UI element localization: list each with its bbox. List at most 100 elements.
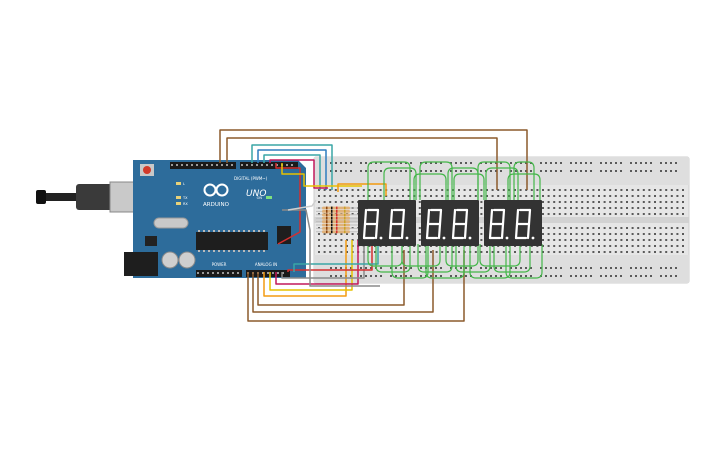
wire-brown-4[interactable]	[252, 250, 434, 313]
wire-white-1[interactable]	[287, 199, 317, 211]
terminal-hole	[682, 233, 684, 235]
jumper-wire-bottom[interactable]	[445, 244, 479, 267]
resistor-band	[326, 227, 328, 230]
wire-red-2[interactable]	[287, 240, 373, 272]
wire-gray-2[interactable]	[282, 209, 380, 287]
seven-segment-display[interactable]	[358, 200, 416, 246]
terminal-hole	[676, 245, 679, 247]
rail-hole	[605, 162, 607, 164]
wire-gray-1[interactable]	[281, 240, 365, 279]
header-pin	[227, 272, 229, 274]
jumper-wire-bottom[interactable]	[505, 244, 543, 279]
wire-orange-1[interactable]	[263, 240, 347, 297]
resistor-band	[336, 230, 338, 234]
power-jack	[124, 252, 158, 276]
wire-brown-1[interactable]	[219, 129, 528, 190]
jumper-wire-bottom[interactable]	[425, 244, 465, 279]
terminal-hole	[592, 201, 595, 203]
rail-hole	[420, 275, 422, 277]
model-text: UNO	[246, 189, 266, 199]
jumper-wire-top[interactable]	[413, 173, 447, 200]
wire-brown-2[interactable]	[226, 137, 498, 190]
wire-magenta-2[interactable]	[275, 240, 359, 285]
terminal-hole	[418, 213, 421, 215]
seven-segment-display[interactable]	[421, 200, 479, 246]
rail-hole	[370, 267, 372, 269]
terminal-hole	[614, 189, 617, 191]
terminal-hole	[323, 201, 326, 203]
display-segment	[527, 208, 532, 226]
jumper-wire-bottom[interactable]	[417, 244, 453, 273]
jumper-wire-top[interactable]	[513, 161, 535, 200]
rail-hole	[550, 275, 552, 277]
arduino-uno-board[interactable]: ARDUINO UNO DIGITAL (PWM~) POWER ANALOG …	[36, 160, 306, 278]
terminal-hole	[620, 239, 623, 241]
terminal-hole	[631, 195, 634, 197]
wire-yellow-2[interactable]	[281, 163, 362, 187]
jumper-wire-top[interactable]	[383, 167, 417, 200]
jumper-wire-bottom[interactable]	[375, 244, 411, 273]
rail-hole	[435, 170, 437, 172]
wire-brown-3[interactable]	[247, 250, 465, 322]
resistor-band	[336, 216, 338, 220]
terminal-hole	[586, 227, 589, 229]
wire-orange-2[interactable]	[337, 183, 387, 196]
jumper-wire-bottom[interactable]	[401, 244, 441, 267]
jumper-wire-bottom[interactable]	[391, 244, 429, 279]
jumper-wire-bottom[interactable]	[469, 244, 511, 279]
jumper-wire-bottom[interactable]	[493, 244, 531, 273]
terminal-hole	[626, 251, 628, 253]
wire-blue-1[interactable]	[257, 149, 327, 190]
jumper-wire-bottom[interactable]	[455, 244, 491, 273]
jumper-wire-top[interactable]	[477, 161, 511, 200]
chip-pin	[243, 230, 245, 232]
resistor-band	[336, 223, 338, 227]
chip-pin	[238, 230, 240, 232]
chip-pin	[218, 250, 220, 252]
rail-hole	[450, 170, 452, 172]
wire-yellow-1[interactable]	[269, 240, 353, 291]
rail-hole	[620, 170, 622, 172]
rail-hole	[345, 170, 347, 172]
terminal-hole	[665, 201, 668, 203]
wire-teal-1[interactable]	[251, 144, 333, 190]
terminal-hole	[340, 195, 343, 197]
terminal-hole	[351, 195, 354, 197]
jumper-wire-bottom[interactable]	[367, 244, 403, 267]
jumper-wire-bottom[interactable]	[479, 244, 521, 267]
rail-hole	[495, 162, 497, 164]
wire-teal-2[interactable]	[263, 154, 321, 190]
rail-hole	[485, 162, 487, 164]
wire-magenta-1[interactable]	[269, 159, 328, 189]
seven-segment-display[interactable]	[484, 200, 542, 246]
wire-red-1[interactable]	[275, 163, 301, 245]
terminal-hole	[642, 245, 645, 247]
terminal-hole	[351, 233, 354, 235]
terminal-hole	[564, 239, 567, 241]
terminal-hole	[346, 239, 348, 241]
chip-pin	[228, 230, 230, 232]
terminal-hole	[329, 195, 332, 197]
rail-hole	[395, 170, 397, 172]
wire-teal-3[interactable]	[293, 240, 379, 272]
jumper-wire-top[interactable]	[367, 161, 411, 200]
terminal-hole	[598, 239, 600, 241]
terminal-hole	[463, 195, 466, 197]
header-pin	[197, 272, 199, 274]
rail-hole	[545, 170, 547, 172]
terminal-hole	[379, 251, 382, 253]
jumper-wire-top[interactable]	[507, 173, 541, 200]
terminal-hole	[598, 195, 600, 197]
terminal-hole	[603, 251, 606, 253]
decimal-point	[468, 236, 472, 240]
rail-hole	[635, 162, 637, 164]
jumper-wire-top[interactable]	[453, 173, 485, 200]
rail-hole	[430, 275, 432, 277]
seven-segment-displays[interactable]	[358, 200, 542, 246]
rail-hole	[510, 267, 512, 269]
jumper-wire-top[interactable]	[485, 167, 519, 200]
header-pin	[232, 272, 234, 274]
terminal-hole	[648, 207, 651, 209]
jumper-wire-top[interactable]	[419, 161, 453, 200]
